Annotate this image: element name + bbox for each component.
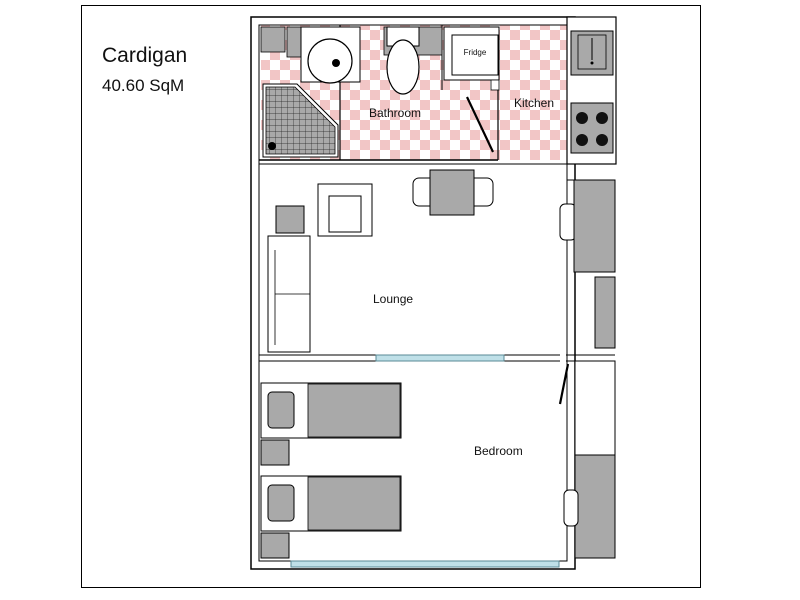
- bedroom-desk: [574, 454, 616, 559]
- pillow: [267, 484, 295, 522]
- room-label-kitchen: Kitchen: [514, 96, 554, 110]
- stove: [570, 102, 614, 154]
- fridge: [451, 34, 499, 76]
- bedroom-chair: [563, 489, 579, 527]
- shower-drain: [268, 142, 276, 150]
- bedroom-door: [558, 363, 570, 405]
- wardrobe: [574, 360, 616, 456]
- bed-cover: [307, 476, 401, 531]
- bedside-table: [260, 439, 290, 466]
- toilet-bowl: [386, 39, 420, 95]
- bedroom-window: [290, 560, 560, 568]
- outer-wall: [250, 16, 576, 570]
- fridge-label: Fridge: [464, 48, 487, 57]
- stove-burner: [576, 112, 588, 124]
- partition-glass: [375, 354, 505, 362]
- stove-burner: [596, 112, 608, 124]
- plan-title: Cardigan: [102, 44, 188, 67]
- room-label-bathroom: Bathroom: [369, 106, 421, 120]
- stove-burner: [576, 134, 588, 146]
- bath-cabinet: [260, 26, 286, 53]
- pillow: [267, 391, 295, 429]
- shelf: [594, 276, 616, 349]
- shower-tray: [265, 86, 336, 155]
- bathroom-door: [466, 96, 494, 153]
- room-label-bedroom: Bedroom: [474, 444, 523, 458]
- dining-table: [429, 169, 475, 216]
- room-label-lounge: Lounge: [373, 292, 413, 306]
- stove-burner: [596, 134, 608, 146]
- desk: [573, 179, 616, 273]
- bed-cover: [307, 383, 401, 438]
- plan-area: 40.60 SqM: [102, 76, 185, 95]
- side-table: [275, 205, 305, 234]
- bedside-table: [260, 532, 290, 559]
